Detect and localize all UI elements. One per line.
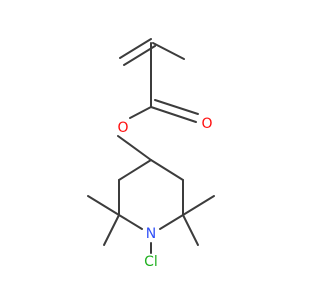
bond-c6r-methyl-a bbox=[182, 195, 215, 216]
bond-lines bbox=[87, 38, 215, 254]
atom-label-ester-oxygen: O bbox=[117, 120, 128, 136]
bond-carbonyl-ester-o bbox=[129, 106, 152, 119]
bond-ch2-c2-b bbox=[123, 45, 156, 66]
bond-c2-methyl bbox=[152, 42, 185, 60]
bond-c6r-n bbox=[159, 214, 184, 230]
bond-c4-c5 bbox=[150, 159, 184, 181]
atom-label-carbonyl-oxygen: O bbox=[201, 116, 212, 132]
bond-c2r-methyl-b bbox=[103, 214, 120, 246]
atom-label-nitrogen: N bbox=[146, 226, 156, 242]
bond-carbonyl-o-a bbox=[150, 106, 197, 123]
molecule-structure: O O N Cl bbox=[87, 38, 215, 270]
structure-canvas: O O N Cl bbox=[87, 38, 215, 270]
bond-c2r-n bbox=[118, 214, 143, 230]
bond-c2r-methyl-a bbox=[87, 195, 120, 216]
atom-label-chlorine: Cl bbox=[144, 254, 158, 270]
bond-ester-o-c4 bbox=[117, 135, 152, 161]
bond-ch2-c2-a bbox=[119, 38, 152, 59]
bond-carbonyl-o-b bbox=[154, 99, 199, 115]
bond-c6r-methyl-b bbox=[182, 214, 199, 246]
bond-c4-c3 bbox=[118, 159, 152, 181]
